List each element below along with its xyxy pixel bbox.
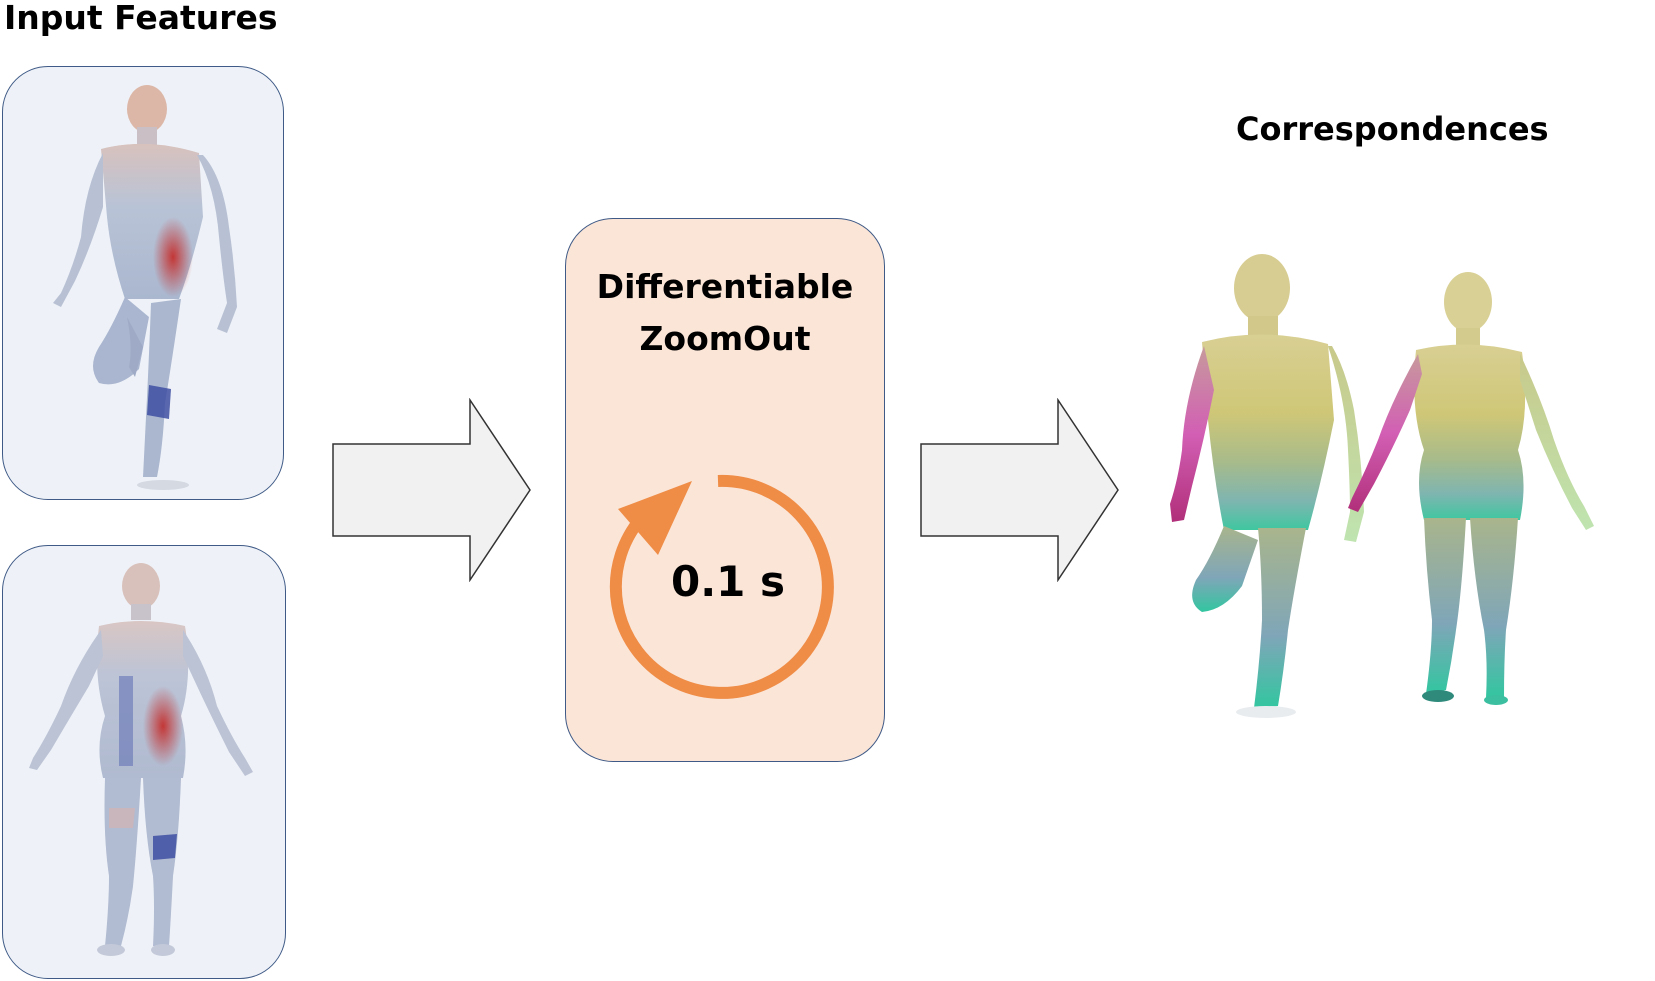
correspondence-meshes <box>1170 254 1594 718</box>
cycle-arrow-icon <box>609 474 834 699</box>
zoomout-label-line2: ZoomOut <box>639 319 811 358</box>
correspondences-title: Correspondences <box>1236 110 1549 148</box>
input-feature-panel-bottom <box>2 545 286 979</box>
arrow-to-zoomout <box>332 398 531 582</box>
correspondence-mesh-male <box>1170 254 1364 718</box>
arrow-to-correspondences <box>920 398 1119 582</box>
zoomout-label: Differentiable ZoomOut <box>566 261 884 365</box>
zoomout-label-line1: Differentiable <box>596 267 854 306</box>
input-features-title: Input Features <box>4 0 278 37</box>
input-mesh-female <box>29 563 253 956</box>
zoomout-time: 0.1 s <box>670 557 786 606</box>
input-feature-panel-top <box>2 66 284 500</box>
differentiable-zoomout-box: Differentiable ZoomOut 0.1 s <box>565 218 885 762</box>
correspondence-mesh-female <box>1348 272 1594 705</box>
input-mesh-male <box>53 85 237 490</box>
